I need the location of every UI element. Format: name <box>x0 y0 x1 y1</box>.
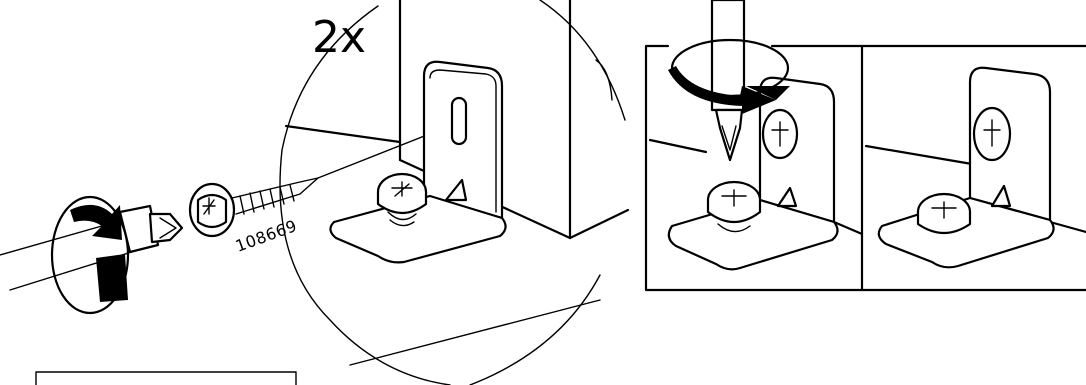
empty-box <box>36 372 296 385</box>
rotate-clockwise-arrow-icon <box>52 197 128 313</box>
bracket-fastened-step <box>866 68 1086 268</box>
part-number-label: 108669 <box>233 216 300 256</box>
screw-icon <box>190 178 318 236</box>
quantity-label: 2x <box>312 12 366 63</box>
bracket-with-screwdriver-step <box>650 0 862 269</box>
